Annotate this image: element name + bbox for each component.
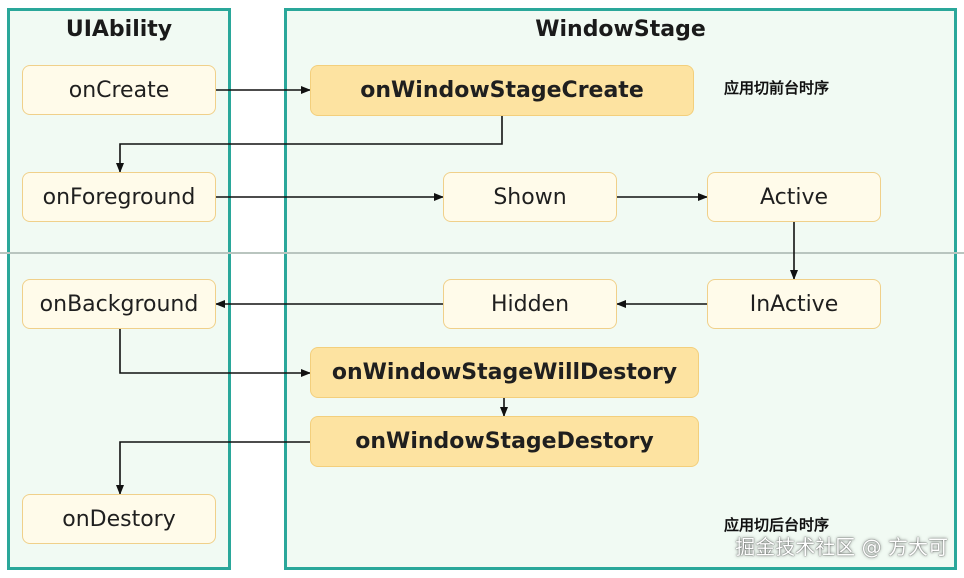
uiability-title: UIAbility: [65, 17, 173, 42]
node-on-create: onCreate: [22, 65, 216, 115]
node-on-destory: onDestory: [22, 494, 216, 544]
note-background-sequence: 应用切后台时序: [724, 516, 830, 534]
node-on-window-stage-create: onWindowStageCreate: [310, 65, 694, 116]
phase-divider: [0, 252, 964, 254]
node-on-foreground: onForeground: [22, 172, 216, 222]
node-hidden: Hidden: [443, 279, 617, 329]
note-foreground-sequence: 应用切前台时序: [724, 79, 830, 97]
node-on-background: onBackground: [22, 279, 216, 329]
node-inactive: InActive: [707, 279, 881, 329]
arrow-stagedestory-to-ondestory: [116, 441, 310, 495]
node-on-window-stage-destory: onWindowStageDestory: [310, 416, 699, 467]
watermark: 掘金技术社区 @ 方大可: [735, 535, 948, 559]
windowstage-title: WindowStage: [535, 17, 706, 42]
node-on-window-stage-will-destory: onWindowStageWillDestory: [310, 347, 699, 398]
node-shown: Shown: [443, 172, 617, 222]
node-active: Active: [707, 172, 881, 222]
arrow-background-to-willdestory: [119, 329, 311, 377]
arrow-stagecreate-to-foreground: [116, 116, 503, 173]
